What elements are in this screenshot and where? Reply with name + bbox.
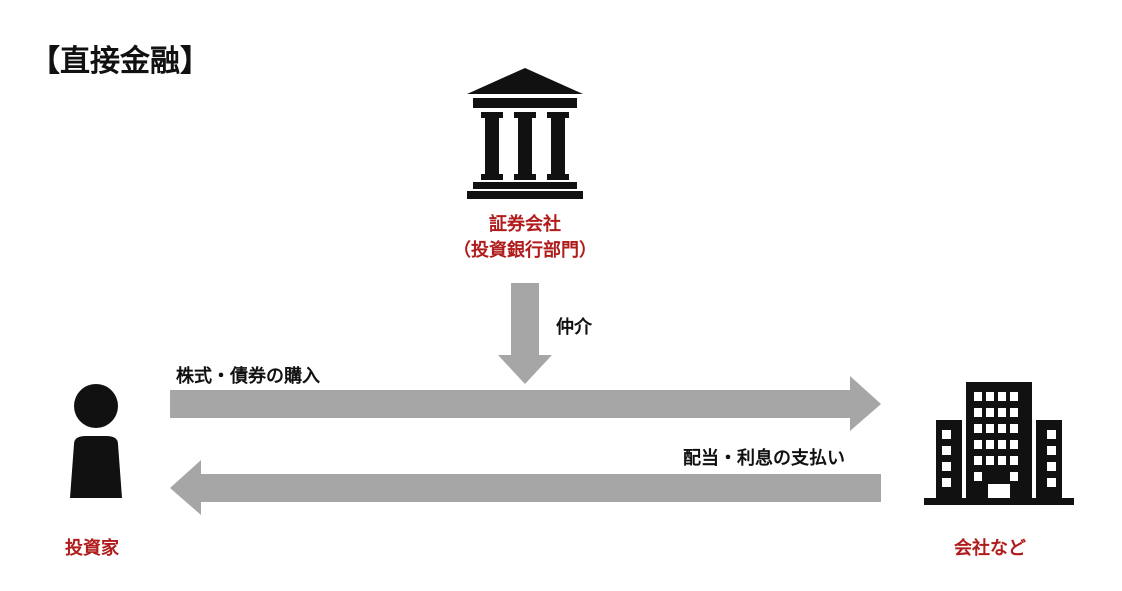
investor-label: 投資家 [65, 538, 119, 559]
diagram-title: 【直接金融】 [30, 44, 210, 79]
purchase-arrow [170, 376, 881, 431]
person-icon [70, 384, 122, 498]
payment-label: 配当・利息の支払い [683, 448, 845, 469]
office-building-icon [924, 382, 1074, 505]
company-label: 会社など [954, 538, 1026, 559]
purchase-label: 株式・債券の購入 [176, 366, 320, 387]
broker-label: 証券会社 [489, 214, 561, 235]
bank-building-icon [467, 68, 583, 199]
mediation-label: 仲介 [556, 317, 592, 338]
payment-arrow [170, 460, 881, 515]
broker-sublabel: （投資銀行部門） [453, 240, 597, 261]
mediation-arrow [498, 283, 552, 384]
